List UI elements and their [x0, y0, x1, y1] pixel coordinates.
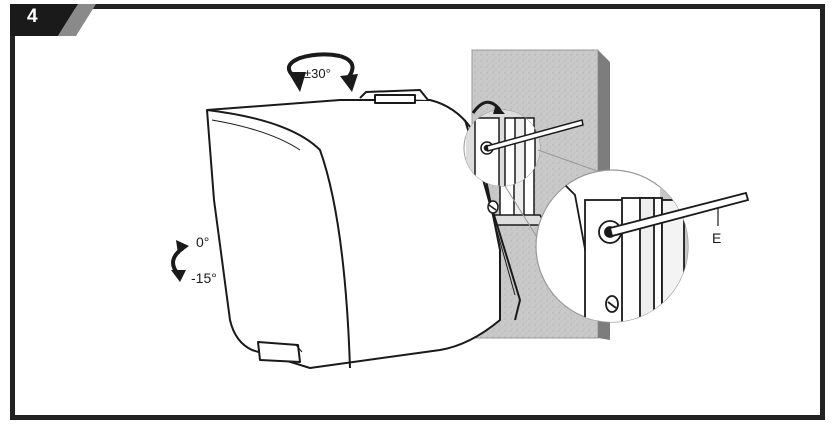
label-e: E	[712, 230, 721, 246]
rotation-label: ±30°	[304, 66, 331, 81]
step-tab	[10, 4, 96, 36]
rotate-arrow-small	[471, 100, 505, 114]
side-slot	[487, 200, 499, 214]
step-number: 4	[27, 6, 38, 27]
tilt-bottom-label: -15°	[191, 270, 217, 286]
zoom-detail-small	[463, 109, 541, 187]
tilt-top-label: 0°	[196, 234, 209, 250]
speaker	[206, 89, 521, 369]
tilt-arrow-icon: 0° -15°	[171, 234, 217, 286]
allen-key-small	[486, 119, 584, 152]
zoom-detail-large	[535, 169, 689, 323]
zoom-connector	[537, 149, 601, 173]
rotate-horizontal-icon: ±30°	[287, 52, 358, 92]
allen-key-icon	[608, 191, 750, 238]
